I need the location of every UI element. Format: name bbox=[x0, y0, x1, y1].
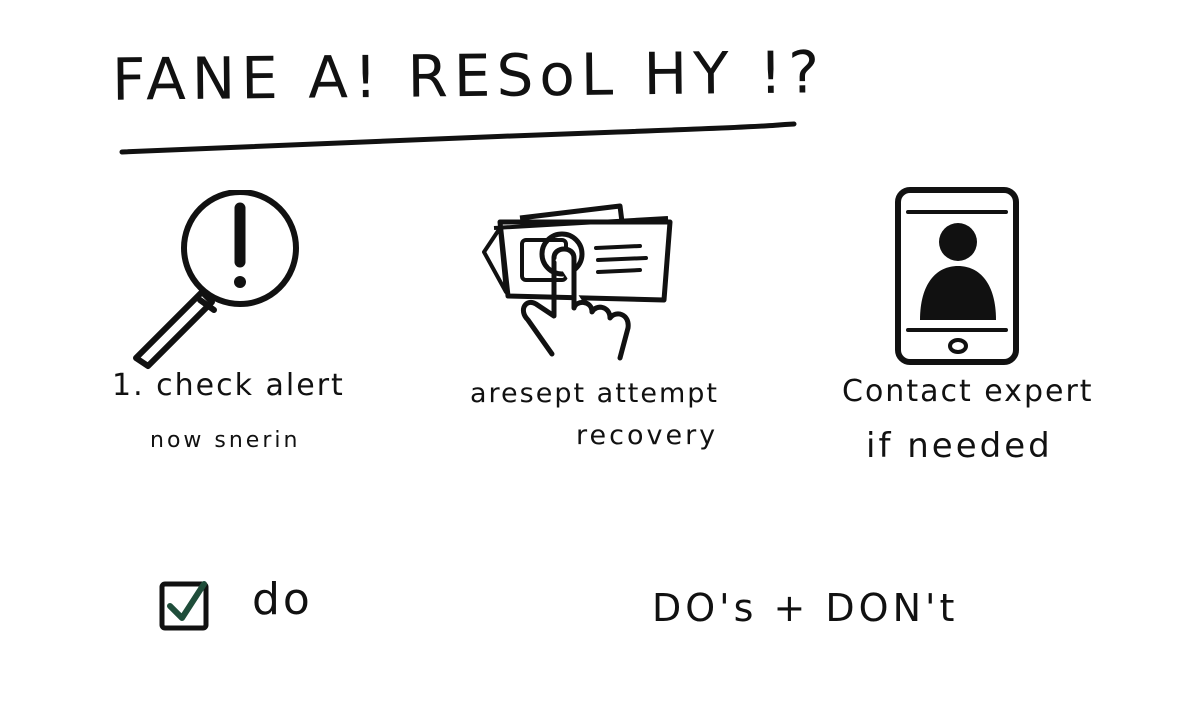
magnifier-alert-icon bbox=[133, 190, 299, 369]
step-3-label: Contact expert bbox=[842, 374, 1094, 409]
do-label: do bbox=[252, 574, 313, 625]
title-underline bbox=[119, 121, 797, 155]
phone-contact-icon bbox=[895, 187, 1019, 365]
step-2-sublabel: recovery bbox=[576, 420, 719, 451]
step-1-label: 1. check alert bbox=[112, 368, 345, 403]
dos-and-donts-label: DO's + DON't bbox=[652, 586, 959, 630]
step-2-label: aresept attempt bbox=[470, 378, 720, 409]
step-1-sublabel: now snerin bbox=[150, 428, 301, 453]
step-3-sublabel: if needed bbox=[866, 426, 1053, 466]
checkbox-checked-icon bbox=[159, 581, 209, 631]
page-title: FANE A! RESoL HY !? bbox=[111, 38, 826, 114]
hand-tap-card-icon bbox=[482, 203, 673, 361]
